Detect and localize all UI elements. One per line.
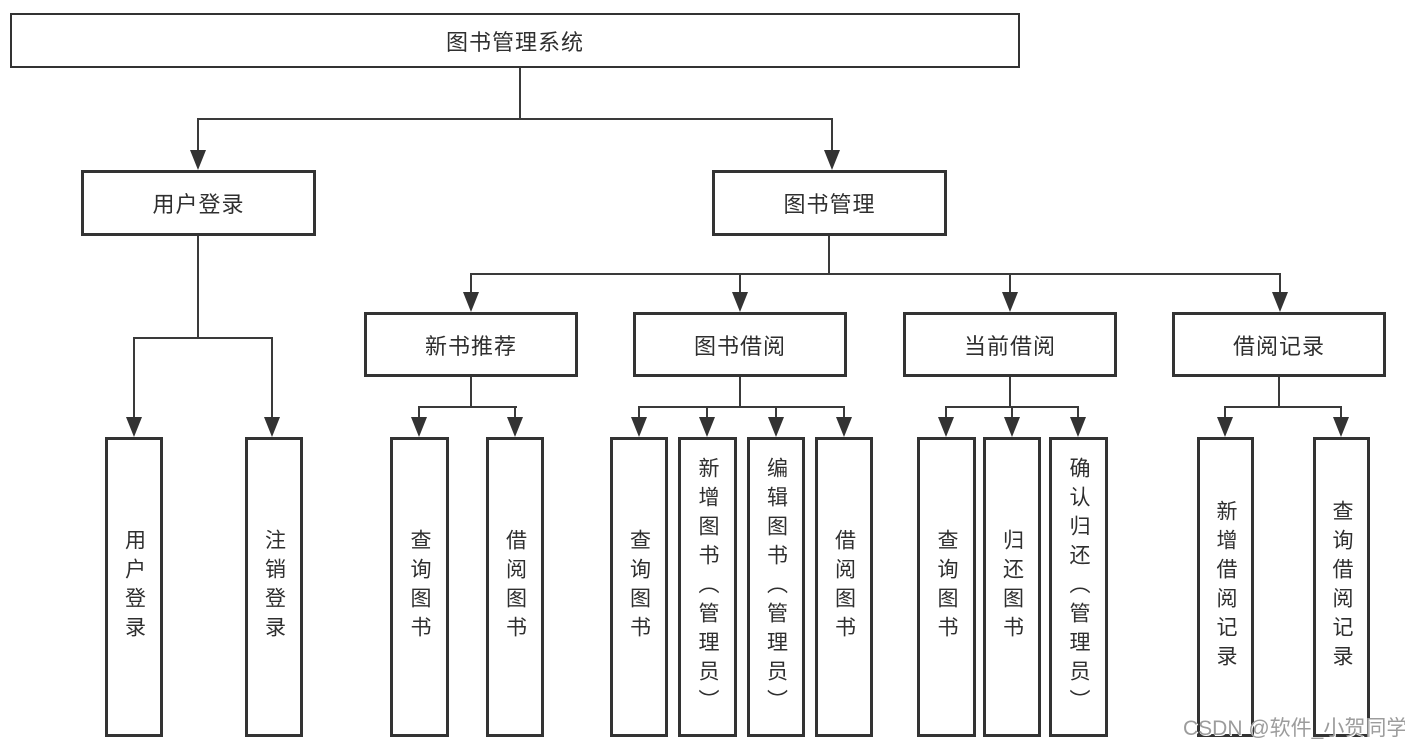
connector-line bbox=[706, 406, 708, 417]
connector-line bbox=[197, 236, 199, 338]
connector-line bbox=[945, 406, 947, 417]
leaf-label: 注销登录 bbox=[262, 529, 286, 645]
arrowhead-down bbox=[699, 417, 715, 437]
connector-line bbox=[197, 118, 199, 150]
arrowhead-down bbox=[507, 417, 523, 437]
connector-line bbox=[133, 337, 273, 339]
leaf-label: 借阅图书 bbox=[832, 529, 856, 645]
connector-line bbox=[1279, 273, 1281, 293]
connector-line bbox=[843, 406, 845, 417]
leaf-label: 新增借阅记录 bbox=[1214, 500, 1238, 674]
connector-line bbox=[1340, 406, 1342, 417]
connector-line bbox=[1224, 406, 1341, 408]
arrowhead-down bbox=[938, 417, 954, 437]
node-user-login: 用户登录 bbox=[81, 170, 316, 236]
node-root-system: 图书管理系统 bbox=[10, 13, 1020, 68]
leaf-query-books-recommend: 查询图书 bbox=[390, 437, 449, 737]
leaf-logout: 注销登录 bbox=[245, 437, 303, 737]
leaf-add-borrow-record: 新增借阅记录 bbox=[1197, 437, 1254, 737]
leaf-label: 查询图书 bbox=[627, 529, 651, 645]
connector-line bbox=[470, 273, 472, 293]
arrowhead-down bbox=[836, 417, 852, 437]
arrowhead-down bbox=[768, 417, 784, 437]
arrowhead-down bbox=[264, 417, 280, 437]
arrowhead-down bbox=[190, 150, 206, 170]
leaf-edit-books-admin: 编辑图书（管理员） bbox=[747, 437, 805, 737]
arrowhead-down bbox=[1272, 292, 1288, 312]
connector-line bbox=[271, 337, 273, 417]
leaf-label: 查询图书 bbox=[935, 529, 959, 645]
connector-line bbox=[1224, 406, 1226, 417]
connector-line bbox=[519, 68, 521, 118]
leaf-query-borrow-record: 查询借阅记录 bbox=[1313, 437, 1370, 737]
arrowhead-down bbox=[126, 417, 142, 437]
arrowhead-down bbox=[732, 292, 748, 312]
arrowhead-down bbox=[1333, 417, 1349, 437]
arrowhead-down bbox=[1217, 417, 1233, 437]
connector-line bbox=[638, 406, 640, 417]
node-book-management: 图书管理 bbox=[712, 170, 947, 236]
leaf-label: 新增图书（管理员） bbox=[696, 456, 720, 718]
connector-line bbox=[739, 273, 741, 293]
leaf-label: 借阅图书 bbox=[503, 529, 527, 645]
node-borrow-record-label: 借阅记录 bbox=[1232, 333, 1325, 359]
arrowhead-down bbox=[824, 150, 840, 170]
connector-line bbox=[197, 118, 833, 120]
node-book-borrow: 图书借阅 bbox=[633, 312, 847, 377]
connector-line bbox=[638, 406, 845, 408]
connector-line bbox=[1278, 377, 1280, 406]
node-new-book-recommend: 新书推荐 bbox=[364, 312, 578, 377]
arrowhead-down bbox=[1070, 417, 1086, 437]
node-book-borrow-label: 图书借阅 bbox=[693, 333, 786, 359]
leaf-user-login: 用户登录 bbox=[105, 437, 163, 737]
leaf-borrow-books: 借阅图书 bbox=[815, 437, 873, 737]
connector-line bbox=[1077, 406, 1079, 417]
connector-line bbox=[418, 406, 517, 408]
leaf-query-books-current: 查询图书 bbox=[917, 437, 976, 737]
leaf-label: 归还图书 bbox=[1000, 529, 1024, 645]
arrowhead-down bbox=[1002, 292, 1018, 312]
connector-line bbox=[775, 406, 777, 417]
leaf-borrow-books-recommend: 借阅图书 bbox=[486, 437, 544, 737]
leaf-return-books: 归还图书 bbox=[983, 437, 1041, 737]
node-new-book-recommend-label: 新书推荐 bbox=[424, 333, 517, 359]
node-user-login-label: 用户登录 bbox=[152, 192, 245, 217]
connector-line bbox=[828, 236, 830, 273]
leaf-label: 查询借阅记录 bbox=[1330, 500, 1354, 674]
node-current-borrow: 当前借阅 bbox=[903, 312, 1117, 377]
arrowhead-down bbox=[1004, 417, 1020, 437]
leaf-add-books-admin: 新增图书（管理员） bbox=[678, 437, 737, 737]
connector-line bbox=[133, 337, 135, 417]
node-current-borrow-label: 当前借阅 bbox=[963, 333, 1056, 359]
leaf-label: 编辑图书（管理员） bbox=[764, 456, 788, 718]
connector-line bbox=[739, 377, 741, 406]
leaf-confirm-return-admin: 确认归还（管理员） bbox=[1049, 437, 1108, 737]
csdn-watermark: CSDN @软件_小贺同学 bbox=[1183, 717, 1405, 740]
leaf-label: 用户登录 bbox=[122, 529, 146, 645]
leaf-query-books-borrow: 查询图书 bbox=[610, 437, 668, 737]
node-borrow-record: 借阅记录 bbox=[1172, 312, 1386, 377]
connector-line bbox=[470, 377, 472, 406]
connector-line bbox=[470, 273, 1281, 275]
node-root-label: 图书管理系统 bbox=[445, 29, 584, 55]
leaf-label: 确认归还（管理员） bbox=[1067, 456, 1091, 718]
connector-line bbox=[1009, 377, 1011, 406]
arrowhead-down bbox=[463, 292, 479, 312]
connector-line bbox=[514, 406, 516, 417]
node-book-management-label: 图书管理 bbox=[783, 192, 876, 217]
connector-line bbox=[418, 406, 420, 417]
arrowhead-down bbox=[411, 417, 427, 437]
connector-line bbox=[1009, 273, 1011, 293]
connector-line bbox=[1011, 406, 1013, 417]
leaf-label: 查询图书 bbox=[408, 529, 432, 645]
arrowhead-down bbox=[631, 417, 647, 437]
connector-line bbox=[831, 118, 833, 150]
